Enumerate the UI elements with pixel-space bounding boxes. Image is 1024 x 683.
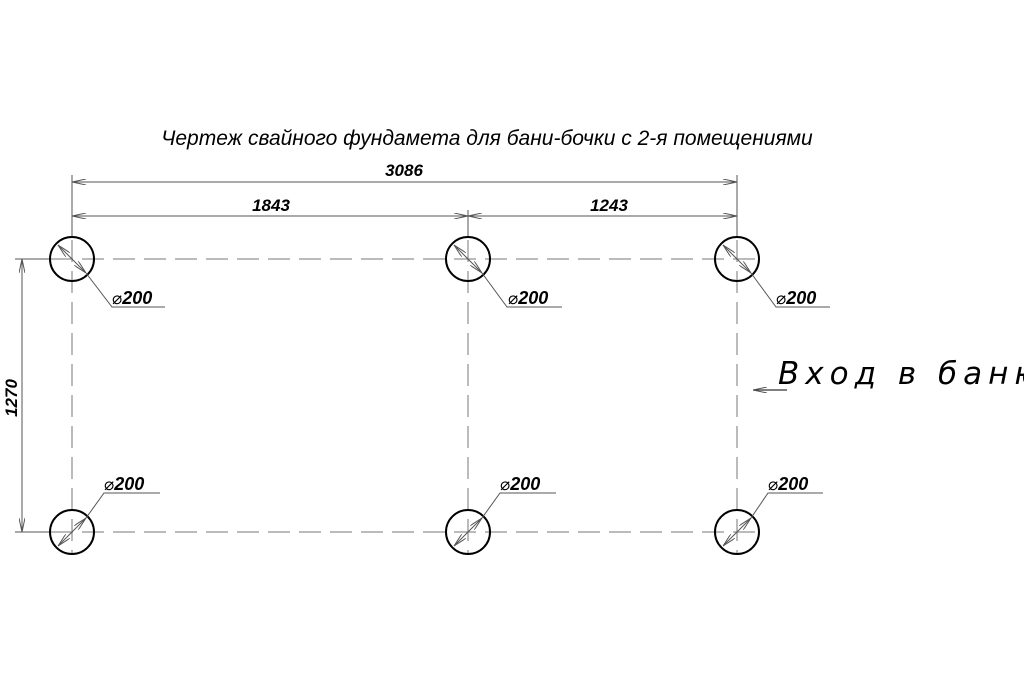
dimension-left-span: 1843 — [72, 196, 468, 216]
pile-diameter-label: 200 — [785, 288, 816, 308]
dimension-right-span: 1243 — [468, 196, 737, 216]
dimension-width: 1270 — [2, 259, 22, 532]
pile-top-left: ⌀200 — [49, 236, 165, 308]
dimension-overall-label: 3086 — [385, 161, 423, 180]
dimension-right-label: 1243 — [590, 196, 628, 215]
pile-top-middle: ⌀200 — [445, 236, 562, 308]
entrance-marker: Вход в баню — [753, 356, 1024, 392]
dimension-width-label: 1270 — [2, 379, 21, 417]
pile-diameter-label: 200 — [113, 474, 144, 494]
pile-bottom-left: ⌀200 — [49, 474, 160, 555]
pile-bottom-middle: ⌀200 — [445, 474, 556, 555]
diameter-symbol: ⌀ — [768, 475, 778, 494]
pile-top-right: ⌀200 — [714, 236, 830, 308]
svg-text:⌀200: ⌀200 — [500, 474, 540, 494]
pile-bottom-right: ⌀200 — [714, 474, 823, 555]
pile-diameter-label: 200 — [509, 474, 540, 494]
diameter-symbol: ⌀ — [112, 289, 122, 308]
dimension-overall: 3086 — [72, 161, 737, 182]
svg-text:⌀200: ⌀200 — [776, 288, 816, 308]
drawing-title: Чертеж свайного фундамета для бани-бочки… — [161, 127, 813, 150]
diameter-symbol: ⌀ — [500, 475, 510, 494]
svg-text:⌀200: ⌀200 — [508, 288, 548, 308]
diameter-symbol: ⌀ — [104, 475, 114, 494]
diameter-symbol: ⌀ — [508, 289, 518, 308]
svg-text:⌀200: ⌀200 — [112, 288, 152, 308]
diameter-symbol: ⌀ — [776, 289, 786, 308]
svg-text:⌀200: ⌀200 — [104, 474, 144, 494]
pile-diameter-label: 200 — [121, 288, 152, 308]
pile-diameter-label: 200 — [517, 288, 548, 308]
svg-text:⌀200: ⌀200 — [768, 474, 808, 494]
pile-diameter-label: 200 — [777, 474, 808, 494]
dimension-left-label: 1843 — [252, 196, 290, 215]
axis-lines — [20, 240, 760, 555]
entrance-label: Вход в баню — [778, 356, 1024, 392]
